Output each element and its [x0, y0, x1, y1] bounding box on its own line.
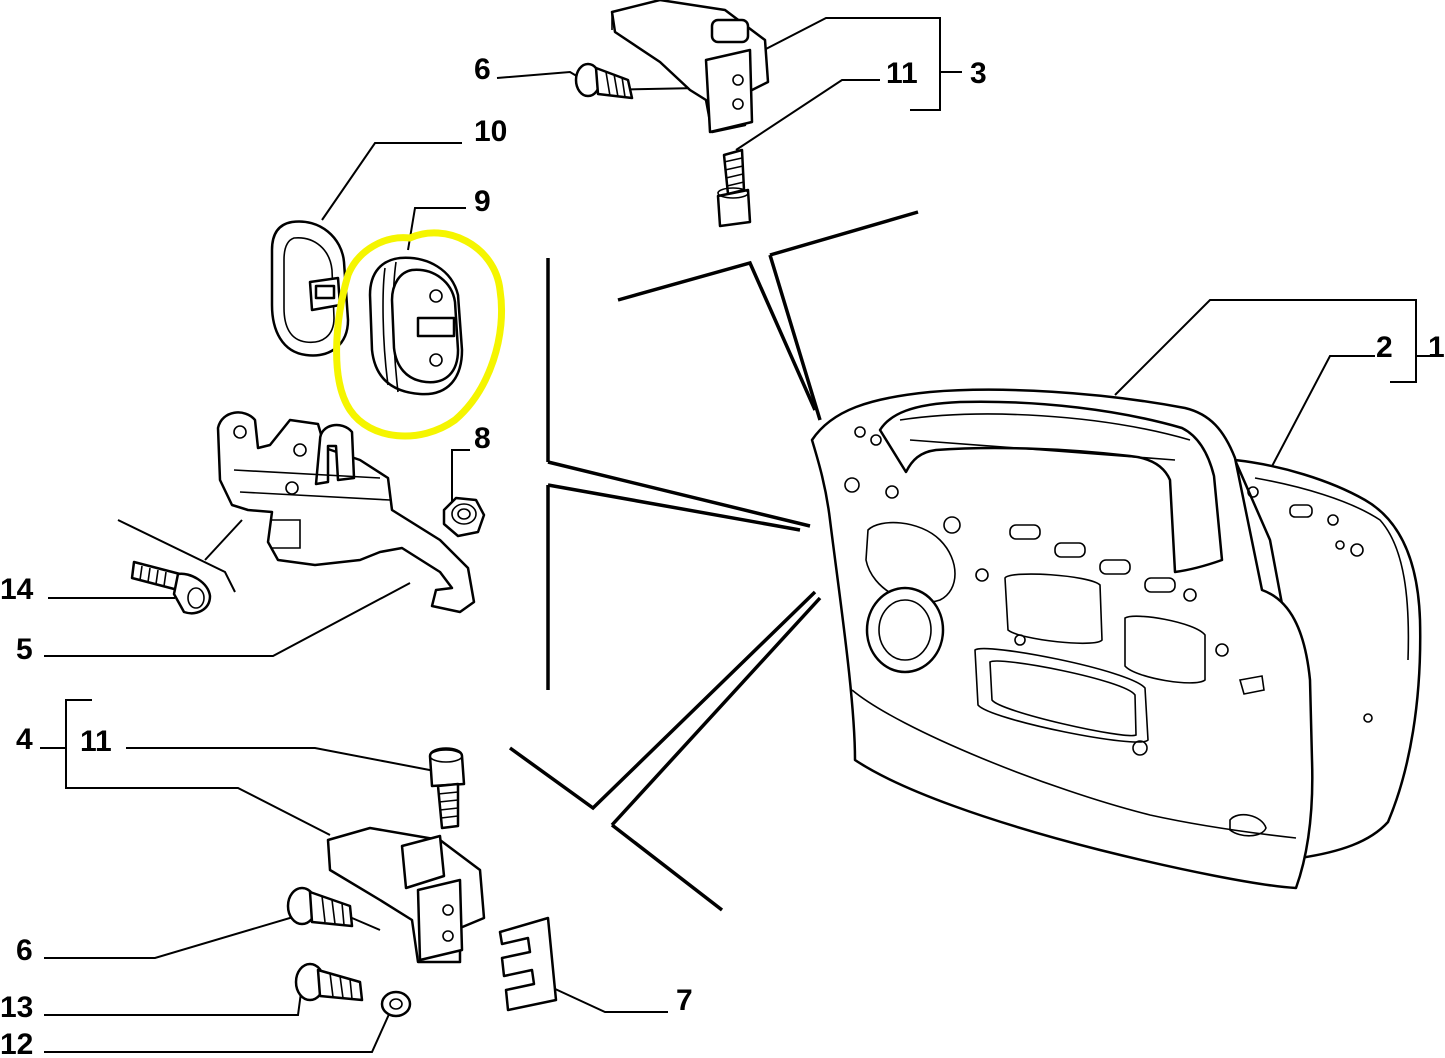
callout-11-top: 11: [886, 57, 918, 90]
bolt-11-bottom: [428, 747, 466, 830]
callout-2: 2: [1376, 331, 1393, 364]
callout-10: 10: [474, 115, 507, 148]
bottom-hinge-part: [326, 826, 486, 964]
nut-8: [442, 496, 486, 538]
washer-12: [380, 990, 412, 1018]
callout-labels: 1 2 3 4 5 6 6 7 8 9 10 11 11 12 13 14: [0, 53, 1445, 1058]
callout-4: 4: [16, 723, 33, 756]
callout-5: 5: [16, 633, 33, 666]
screw-6-top: [574, 62, 634, 100]
callout-1: 1: [1428, 331, 1445, 364]
leader-lines: [40, 17, 1436, 1053]
door-check-strap-5: [216, 411, 476, 614]
callout-14: 14: [0, 573, 34, 606]
door-inner-panel: [810, 388, 1422, 890]
callout-6-top: 6: [474, 53, 491, 86]
assembly-guide-lines: [508, 210, 919, 912]
callout-13: 13: [0, 991, 33, 1024]
bolt-14: [130, 560, 212, 615]
callout-6-bottom: 6: [16, 934, 33, 967]
screw-13: [294, 962, 364, 1002]
callout-3: 3: [970, 57, 987, 90]
top-hinge-part: [610, 0, 770, 134]
bolt-11-top: [716, 148, 752, 228]
screw-6-bottom: [286, 886, 354, 928]
highlight-circle: [333, 229, 506, 440]
shim-plate-7: [498, 916, 558, 1012]
callout-11-bottom: 11: [80, 725, 112, 758]
callout-8: 8: [474, 422, 491, 455]
callout-9: 9: [474, 185, 491, 218]
callout-12: 12: [0, 1028, 33, 1058]
callout-7: 7: [676, 984, 693, 1017]
door-check-bumper-9: [368, 256, 464, 396]
